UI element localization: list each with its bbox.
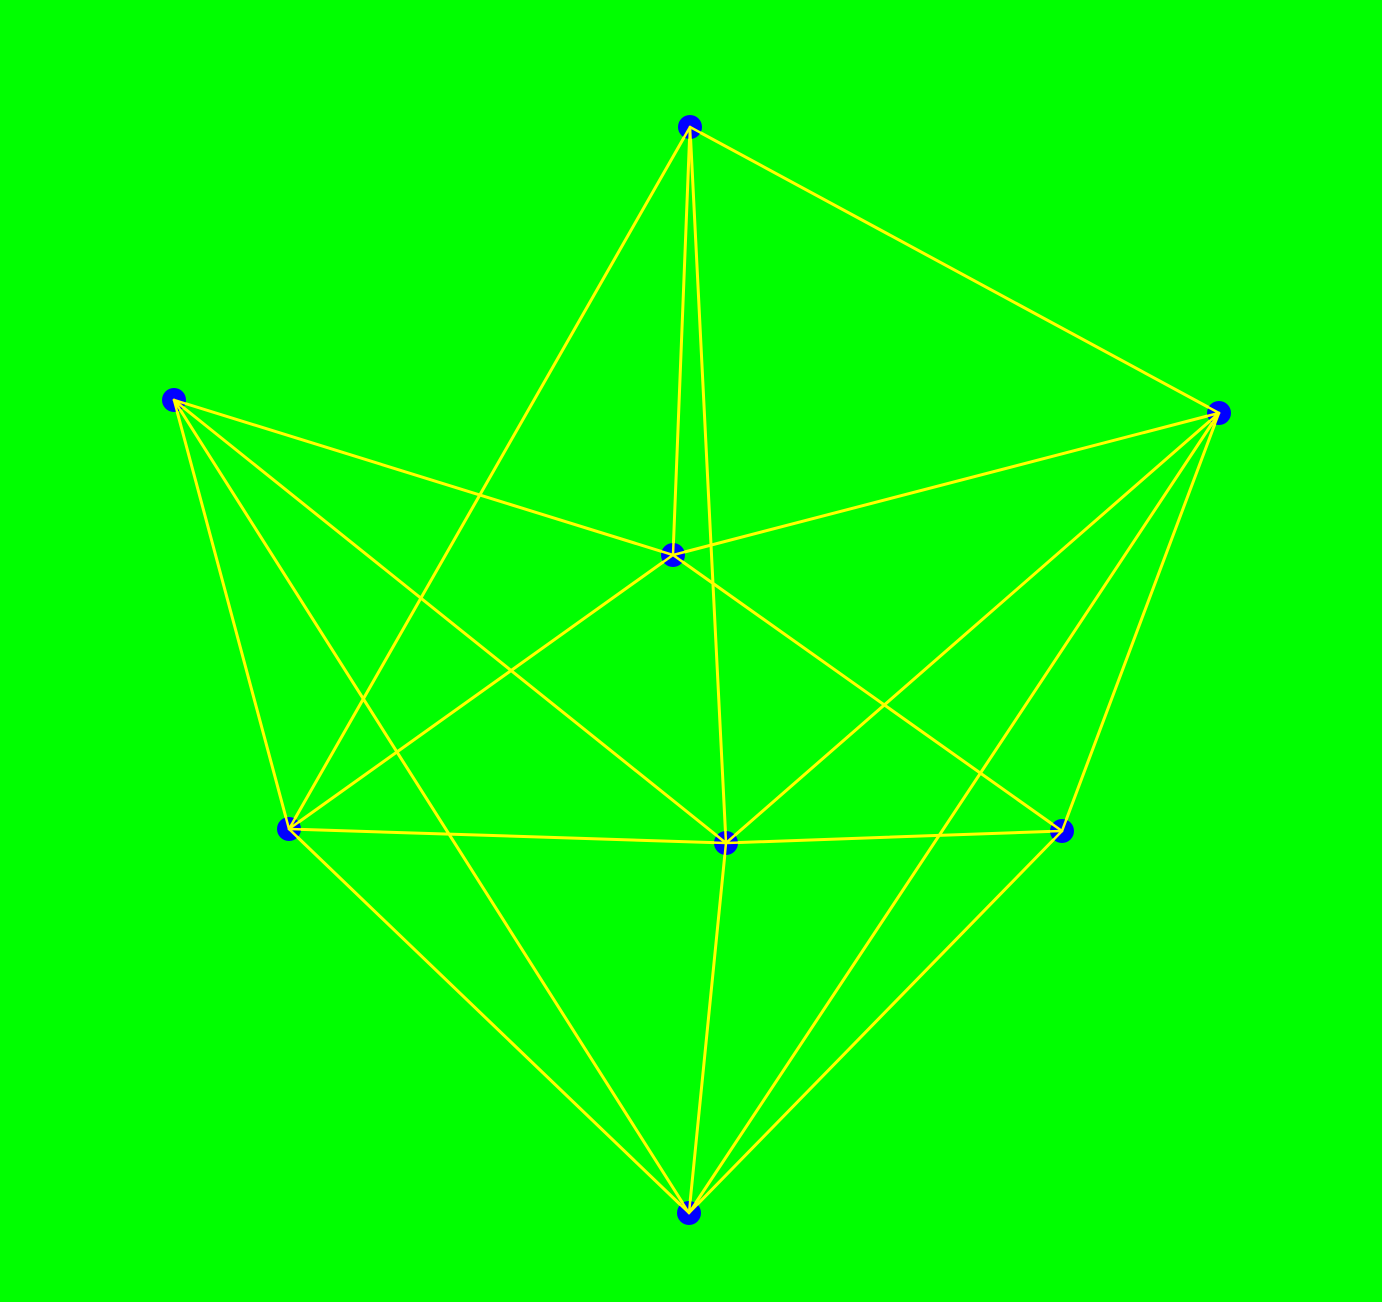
- edge-stub: [688, 125, 692, 141]
- nodes-layer: [162, 115, 1231, 1225]
- edge-stub: [671, 553, 685, 564]
- edge-stub: [661, 553, 675, 564]
- edge-stub: [671, 550, 686, 557]
- edge-lower-left-lower-middle: [287, 827, 728, 845]
- edge-upper-left-lower-left: [172, 398, 291, 831]
- edge-stub: [660, 550, 675, 557]
- edge-upper-right-bottom: [687, 411, 1221, 1215]
- edge-stub: [687, 1203, 699, 1215]
- edge-top-center: [671, 125, 692, 557]
- edge-center-lower-left: [287, 553, 675, 831]
- edge-lower-middle-bottom: [687, 841, 728, 1215]
- edge-lower-left-bottom: [287, 827, 691, 1215]
- edge-stub: [1052, 829, 1064, 841]
- edge-stub: [1207, 406, 1221, 415]
- edge-stub: [688, 125, 702, 134]
- edge-upper-right-center: [671, 411, 1221, 557]
- edge-stub: [287, 827, 299, 839]
- edge-stub: [1211, 411, 1221, 425]
- edges-layer: [172, 125, 1221, 1215]
- edge-stub: [284, 816, 291, 831]
- edge-upper-left-center: [172, 398, 675, 557]
- edge-stub: [724, 829, 728, 845]
- edge-lower-middle-lower-right: [724, 829, 1064, 845]
- edge-center-lower-right: [671, 553, 1064, 833]
- edge-stub: [723, 841, 728, 857]
- edge-upper-left-lower-middle: [172, 398, 728, 845]
- edge-upper-left-bottom: [172, 398, 691, 1215]
- edge-stub: [1060, 818, 1068, 833]
- edge-upper-right-lower-middle: [724, 411, 1221, 845]
- edge-top-lower-left: [287, 125, 692, 831]
- edge-upper-right-lower-right: [1060, 411, 1221, 833]
- edge-lower-right-bottom: [687, 829, 1064, 1215]
- edge-stub: [679, 1203, 691, 1215]
- edge-top-upper-right: [688, 125, 1221, 415]
- edge-top-lower-middle: [688, 125, 728, 845]
- edge-stub: [172, 398, 182, 412]
- edge-stub: [724, 833, 737, 845]
